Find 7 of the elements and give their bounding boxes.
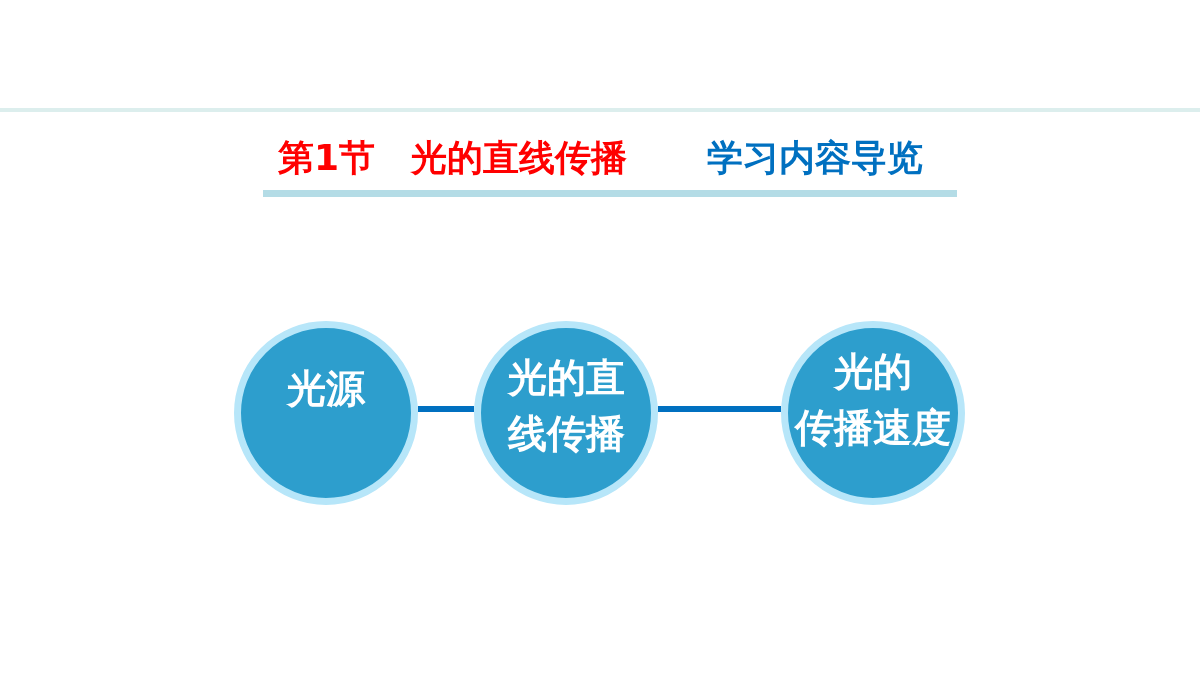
- topic-label: 光的传播速度: [793, 348, 952, 452]
- connector-line: [657, 406, 782, 412]
- title: 第1节 光的直线传播: [278, 136, 628, 180]
- connector-line: [417, 406, 475, 412]
- topic-label: 光的直线传播: [506, 354, 626, 458]
- subtitle: 学习内容导览: [707, 136, 923, 180]
- topic-label: 光源: [285, 365, 367, 413]
